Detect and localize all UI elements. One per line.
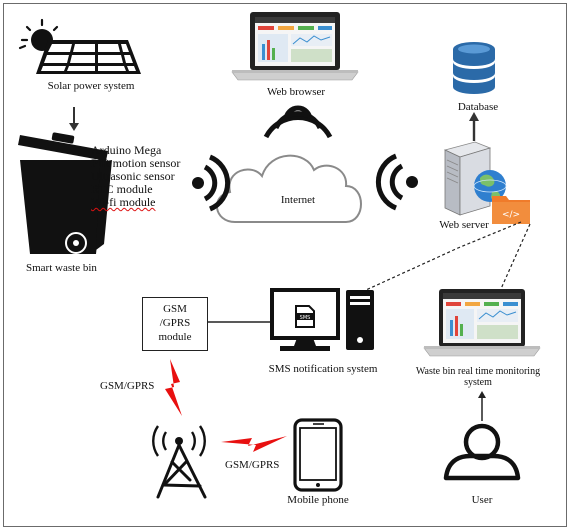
bin-components-list: Arduino Mega PIR motion sensor Ultrasoni…	[91, 144, 180, 209]
bin-component: Wi-fi module	[91, 195, 156, 209]
monitor-label-line1: Waste bin real time monitoring	[415, 366, 541, 377]
wifi-signal-icon	[192, 154, 231, 212]
bin-component: RTC module	[91, 182, 153, 196]
sms-label: SMS notification system	[268, 363, 378, 375]
smart-bin-label: Smart waste bin	[26, 262, 97, 274]
laptop-icon	[423, 289, 541, 357]
user-label: User	[471, 494, 493, 506]
solar-label: Solar power system	[47, 80, 135, 92]
wifi-signal-icon	[375, 153, 418, 211]
lightning-signal-icon	[221, 436, 287, 452]
solar-panel-icon	[18, 18, 141, 74]
gsm-module-line: module	[158, 331, 192, 343]
laptop-icon	[231, 12, 359, 81]
arrow-server-to-database	[469, 112, 479, 141]
gsm-link-label: GSM/GPRS	[100, 380, 155, 392]
lightning-signal-icon	[165, 359, 182, 416]
web-browser-label: Web browser	[266, 86, 326, 98]
bin-component: Ultrasonic sensor	[91, 169, 175, 183]
user-icon	[443, 423, 521, 481]
web-server-label: Web server	[439, 219, 489, 231]
database-label: Database	[457, 101, 499, 113]
svg-text:SMS: SMS	[300, 315, 311, 321]
cloud-icon	[215, 154, 362, 223]
cell-tower-icon	[152, 425, 207, 499]
desktop-computer-icon: SMS	[270, 288, 374, 351]
svg-text:</>: </>	[502, 210, 520, 220]
bin-component: Arduino Mega	[91, 143, 162, 157]
dashed-link-server-to-monitor	[499, 223, 531, 292]
arrow-user-to-monitor	[478, 391, 486, 421]
wifi-signal-icon	[263, 105, 333, 139]
trash-bin-icon	[18, 132, 112, 254]
bin-component: PIR motion sensor	[91, 156, 181, 170]
mobile-phone-icon	[293, 418, 343, 492]
mobile-label: Mobile phone	[287, 494, 349, 506]
gsm-link-label: GSM/GPRS	[225, 459, 280, 471]
monitor-label-line2: system	[464, 377, 492, 388]
gsm-module-line: GSM	[163, 303, 187, 315]
arrow-solar-to-bin	[69, 107, 79, 131]
database-icon	[453, 42, 495, 94]
gsm-module-line: /GPRS	[159, 317, 191, 329]
internet-label: Internet	[280, 194, 316, 206]
server-icon: </>	[443, 141, 530, 224]
gsm-module-box: GSM /GPRS module	[142, 297, 208, 351]
diagram-frame	[3, 3, 567, 527]
dashed-link-server-to-sms	[365, 221, 522, 291]
